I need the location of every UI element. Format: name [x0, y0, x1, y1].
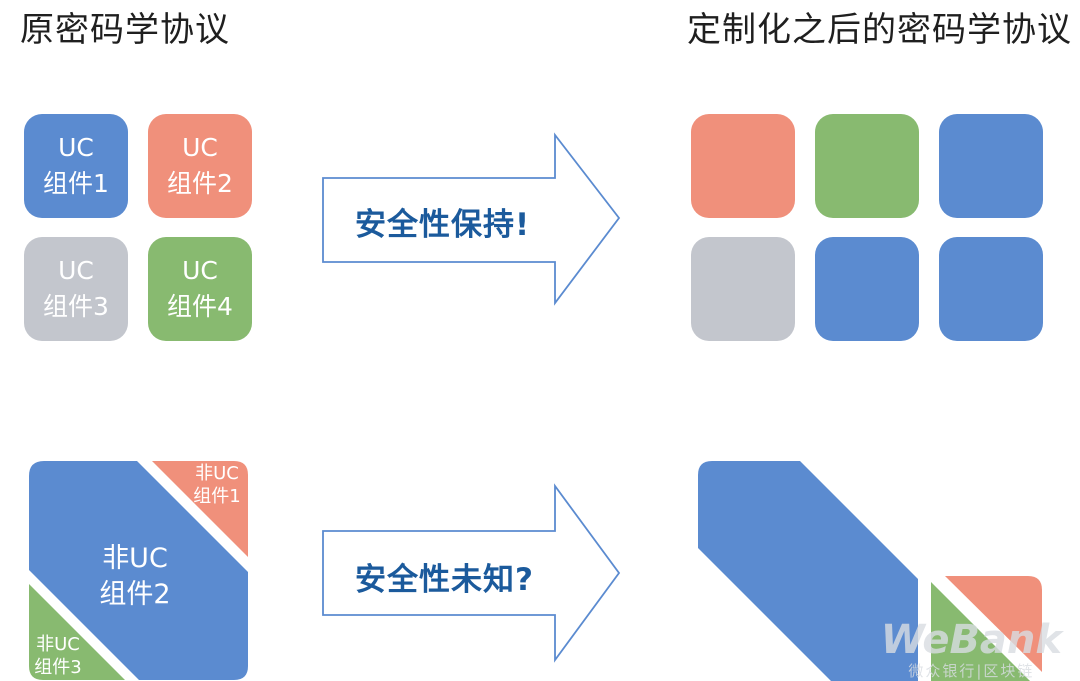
webank-logo: WeBank	[880, 617, 1062, 663]
customized-protocol-heading: 定制化之后的密码学协议	[687, 10, 1072, 50]
uc-component-2-tile: UC 组件2	[148, 114, 252, 218]
uc-component-1-tile: UC 组件1	[24, 114, 128, 218]
non-uc-component-3-label: 非UC 组件3	[29, 633, 87, 679]
result-tile-4	[691, 237, 795, 341]
result-green-shape	[931, 582, 1030, 681]
non-uc-component-1-label: 非UC 组件1	[186, 462, 248, 508]
uc-component-3-tile: UC 组件3	[24, 237, 128, 341]
non-uc-component-2-shape	[29, 461, 248, 680]
security-maintained-arrow	[322, 132, 621, 306]
result-tile-3	[939, 114, 1043, 218]
uc-component-2-line1: UC	[182, 133, 218, 162]
uc-component-4-line2: 组件4	[167, 292, 233, 321]
webank-watermark: WeBank 微众银行|区块链	[881, 618, 1062, 680]
result-tile-6	[939, 237, 1043, 341]
non-uc-component-3-line2: 组件3	[34, 657, 82, 678]
uc-component-4-line1: UC	[182, 256, 218, 285]
result-tile-5	[815, 237, 919, 341]
uc-component-3-line1: UC	[58, 256, 94, 285]
result-blue-diagonal-shape	[698, 461, 918, 681]
non-uc-component-1-shape	[152, 461, 248, 557]
non-uc-component-3-shape	[29, 584, 125, 680]
original-protocol-heading: 原密码学协议	[20, 10, 230, 50]
non-uc-component-2-line2: 组件2	[99, 579, 171, 610]
security-unknown-label: 安全性未知?	[355, 562, 534, 598]
uc-component-4-tile: UC 组件4	[148, 237, 252, 341]
security-maintained-label: 安全性保持!	[355, 207, 531, 243]
non-uc-component-2-label: 非UC 组件2	[80, 541, 190, 613]
uc-component-1-line1: UC	[58, 133, 94, 162]
result-tile-1	[691, 114, 795, 218]
uc-component-1-line2: 组件1	[43, 169, 109, 198]
uc-component-3-line2: 组件3	[43, 292, 109, 321]
non-uc-component-2-line1: 非UC	[102, 543, 168, 574]
security-unknown-arrow	[322, 483, 621, 663]
non-uc-component-1-line2: 组件1	[193, 486, 241, 507]
non-uc-component-1-line1: 非UC	[195, 463, 239, 484]
non-uc-component-3-line1: 非UC	[36, 634, 80, 655]
webank-subtitle: 微众银行|区块链	[908, 662, 1035, 680]
result-tile-2	[815, 114, 919, 218]
result-salmon-shape	[945, 576, 1042, 672]
uc-component-2-line2: 组件2	[167, 169, 233, 198]
